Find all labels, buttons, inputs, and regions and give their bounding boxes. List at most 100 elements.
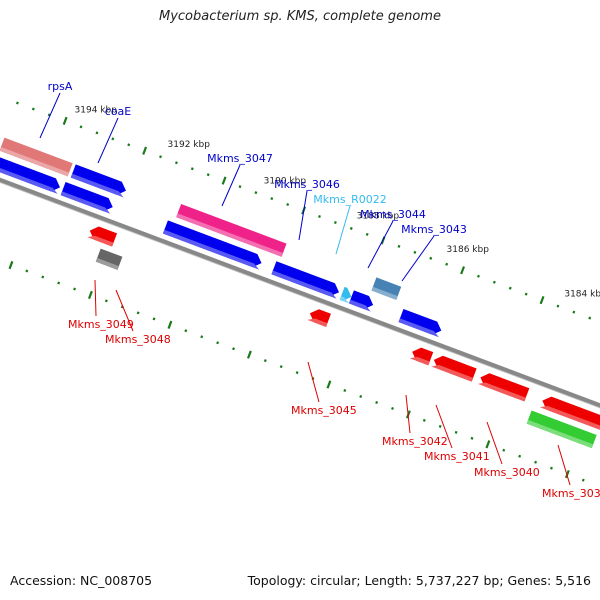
scale-tick-bottom — [25, 269, 29, 273]
scale-tick-top — [349, 226, 353, 230]
gene-bevel — [348, 299, 371, 312]
gene-feature-Mkms_3048[interactable] — [95, 248, 123, 270]
scale-tick-bottom — [41, 275, 45, 279]
scale-tick-top — [318, 214, 321, 219]
gene-feature-Mkms_R0022[interactable] — [339, 286, 352, 304]
scale-tick-top — [254, 191, 258, 195]
leader-line — [307, 361, 320, 403]
gene-label-Mkms_3042[interactable]: Mkms_3042 — [382, 435, 448, 448]
gene-label-Mkms_3049[interactable]: Mkms_3049 — [68, 318, 134, 331]
scale-tick-bottom — [246, 350, 252, 359]
gene-arrow[interactable] — [0, 137, 73, 177]
scale-tick-top — [429, 256, 433, 260]
scale-tick-bottom — [564, 470, 570, 479]
gene-label-Mkms_3048[interactable]: Mkms_3048 — [105, 333, 171, 346]
gene-arrow[interactable] — [60, 181, 113, 212]
gene-label-Mkms_R0022[interactable]: Mkms_R0022 — [313, 193, 386, 206]
scale-tick-bottom — [470, 436, 474, 440]
gene-arrow[interactable] — [0, 156, 61, 192]
gene-label-Mkms_3045[interactable]: Mkms_3045 — [291, 404, 357, 417]
scale-tick-bottom — [502, 448, 506, 452]
gene-arrow[interactable] — [89, 226, 118, 247]
gene-bevel — [60, 191, 111, 214]
scale-tick-bottom — [485, 440, 491, 449]
gene-bevel — [162, 229, 260, 270]
gene-feature-Mkms_3047[interactable] — [176, 204, 287, 257]
scale-tick-bottom — [88, 290, 93, 300]
gene-label-Mkms_3047[interactable]: Mkms_3047 — [207, 152, 273, 165]
scale-tick-bottom — [136, 311, 140, 315]
scale-tick-top — [206, 173, 210, 177]
leader-line — [221, 164, 241, 207]
genome-backbone — [0, 177, 600, 408]
scale-tick-top — [556, 304, 560, 308]
gene-feature-Mkms_3040[interactable] — [477, 373, 530, 402]
gene-feature-forward-top-track-1b[interactable] — [60, 181, 113, 214]
gene-label-Mkms_3040[interactable]: Mkms_3040 — [474, 466, 540, 479]
gene-feature-Mkms_3041[interactable] — [431, 355, 477, 382]
scale-tick-top — [62, 116, 68, 126]
scale-tick-top — [524, 292, 528, 296]
gene-arrow[interactable] — [526, 410, 597, 449]
gene-arrow[interactable] — [162, 220, 262, 268]
gene-feature-coaE[interactable] — [70, 164, 126, 198]
gene-label-Mkms_3041[interactable]: Mkms_3041 — [424, 450, 490, 463]
scale-tick-top — [539, 296, 545, 305]
gene-feature-Mkms_3044[interactable] — [371, 277, 402, 300]
gene-bevel — [95, 257, 119, 270]
gene-label-Mkms_3044[interactable]: Mkms_3044 — [360, 208, 426, 221]
gene-feature-Mkms_3046[interactable] — [271, 261, 340, 299]
gene-arrow[interactable] — [480, 373, 530, 402]
scale-label: 3192 kbp — [168, 140, 211, 150]
scale-tick-top — [190, 167, 194, 171]
gene-arrow[interactable] — [398, 308, 442, 335]
gene-label-Mkms_3039[interactable]: Mkms_3039 — [542, 487, 600, 500]
gene-bevel — [409, 356, 430, 366]
gene-feature-rpsA[interactable] — [0, 137, 73, 177]
gene-bevel — [0, 168, 58, 194]
leader-line — [298, 190, 308, 241]
scale-tick-top — [221, 176, 227, 185]
gene-feature-forward-top-track-1d[interactable] — [348, 290, 374, 312]
gene-label-Mkms_3043[interactable]: Mkms_3043 — [401, 223, 467, 236]
map-title: Mycobacterium sp. KMS, complete genome — [159, 9, 441, 24]
leader-line — [97, 117, 119, 164]
gene-arrow[interactable] — [371, 277, 402, 300]
scale-tick-bottom — [581, 478, 585, 482]
gene-arrow[interactable] — [95, 248, 123, 270]
scale-tick-bottom — [343, 389, 347, 393]
gene-arrow[interactable] — [176, 204, 287, 257]
gene-feature-Mkms_3039-green[interactable] — [526, 410, 597, 449]
gene-label-rpsA[interactable]: rpsA — [48, 80, 73, 93]
gene-feature-forward-top-track-1a[interactable] — [0, 156, 61, 194]
scale-tick-top — [270, 197, 274, 201]
gene-bevel — [339, 296, 349, 304]
gene-arrow[interactable] — [70, 164, 126, 195]
gene-bevel — [271, 270, 337, 299]
scale-label: 3186 kbp — [447, 245, 490, 255]
gene-bevel — [371, 286, 398, 300]
gene-feature-Mkms_3045[interactable] — [307, 309, 331, 327]
scale-tick-bottom — [104, 299, 108, 303]
gene-arrow[interactable] — [433, 355, 477, 382]
scale-tick-top — [397, 244, 401, 248]
leader-line — [367, 220, 394, 269]
gene-bevel — [0, 146, 70, 177]
scale-tick-bottom — [57, 281, 61, 285]
gene-feature-Mkms_3043[interactable] — [398, 308, 442, 338]
scale-tick-top — [31, 107, 35, 111]
scale-label: 3184 kbp — [564, 289, 600, 299]
scale-tick-top — [127, 143, 131, 147]
scale-tick-top — [47, 113, 51, 117]
scale-tick-bottom — [391, 406, 394, 410]
gene-feature-forward-top-track-1c[interactable] — [162, 220, 262, 270]
gene-feature-Mkms_3049[interactable] — [87, 226, 118, 247]
gene-feature-Mkms_3042[interactable] — [409, 347, 434, 366]
gene-feature-Mkms_3039[interactable] — [539, 396, 600, 431]
scale-tick-bottom — [295, 371, 299, 375]
gene-arrow[interactable] — [271, 261, 340, 297]
gene-label-Mkms_3046[interactable]: Mkms_3046 — [274, 178, 340, 191]
gene-label-coaE[interactable]: coaE — [105, 105, 132, 118]
genome-summary-text: Topology: circular; Length: 5,737,227 bp… — [247, 573, 591, 588]
